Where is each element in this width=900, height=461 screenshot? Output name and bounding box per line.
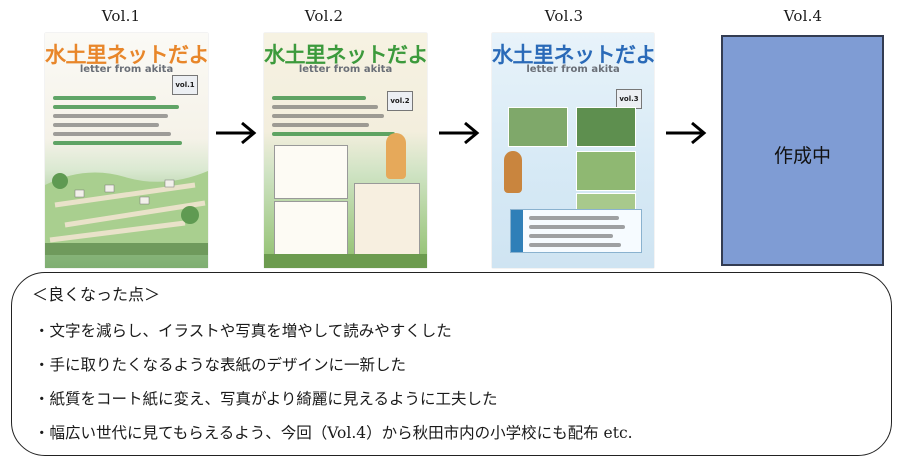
vol3-cover-title: 水土里ネットだより — [492, 43, 654, 67]
vol3-cover: 水土里ネットだより letter from akita vol.3 — [492, 33, 654, 268]
arrow-right-icon — [439, 121, 480, 145]
improvement-point: ・紙質をコート紙に変え、写真がより綺麗に見えるように工夫した — [34, 390, 498, 408]
vol1-cover-subtitle: letter from akita — [79, 64, 174, 75]
vol3-badge: vol.3 — [616, 89, 642, 109]
vol4-status-text: 作成中 — [773, 145, 831, 167]
vol1-cover-title: 水土里ネットだより — [45, 43, 208, 67]
improvement-point: ・文字を減らし、イラストや写真を増やして読みやすくした — [34, 322, 452, 340]
vol3-contents-box — [510, 209, 642, 253]
vol2-illustration-panel-bottom — [274, 201, 348, 255]
vol4-label: Vol.4 — [783, 7, 823, 25]
vol3-label: Vol.3 — [544, 7, 584, 25]
improvement-point: ・幅広い世代に見てもらえるよう、今回（Vol.4）から秋田市内の小学校にも配布 … — [34, 424, 633, 442]
vol3-photo-2 — [576, 107, 636, 147]
vol2-illustration-panel-top — [274, 145, 348, 199]
improvements-heading: ＜良くなった点＞ — [32, 285, 161, 304]
vol2-cover-subtitle: letter from akita — [298, 64, 393, 75]
vol1-village-illustration — [45, 171, 208, 255]
vol1-contents — [53, 91, 200, 150]
arrow-right-icon — [216, 121, 257, 145]
vol3-character-illustration — [504, 151, 522, 193]
vol1-badge: vol.1 — [172, 75, 198, 95]
vol2-footer-band — [264, 254, 427, 268]
vol4-placeholder: 作成中 — [721, 35, 884, 266]
arrow-right-icon — [666, 121, 707, 145]
improvement-point: ・手に取りたくなるような表紙のデザインに一新した — [34, 356, 407, 374]
vol3-photo-3 — [576, 151, 636, 191]
vol2-contents — [272, 91, 419, 141]
vol2-cover-title: 水土里ネットだより — [264, 43, 427, 67]
vol1-cover: 水土里ネットだより letter from akita vol.1 — [45, 33, 208, 268]
vol2-illustration-panel-right — [354, 183, 420, 255]
vol2-label: Vol.2 — [304, 7, 344, 25]
vol1-label: Vol.1 — [101, 7, 141, 25]
vol2-badge: vol.2 — [387, 91, 413, 111]
vol3-photo-1 — [508, 107, 568, 147]
vol2-character-illustration — [386, 133, 406, 179]
improvements-box: ＜良くなった点＞ ・文字を減らし、イラストや写真を増やして読みやすくした ・手に… — [11, 272, 892, 456]
vol3-cover-subtitle: letter from akita — [526, 64, 620, 75]
vol2-cover: 水土里ネットだより letter from akita vol.2 — [264, 33, 427, 268]
